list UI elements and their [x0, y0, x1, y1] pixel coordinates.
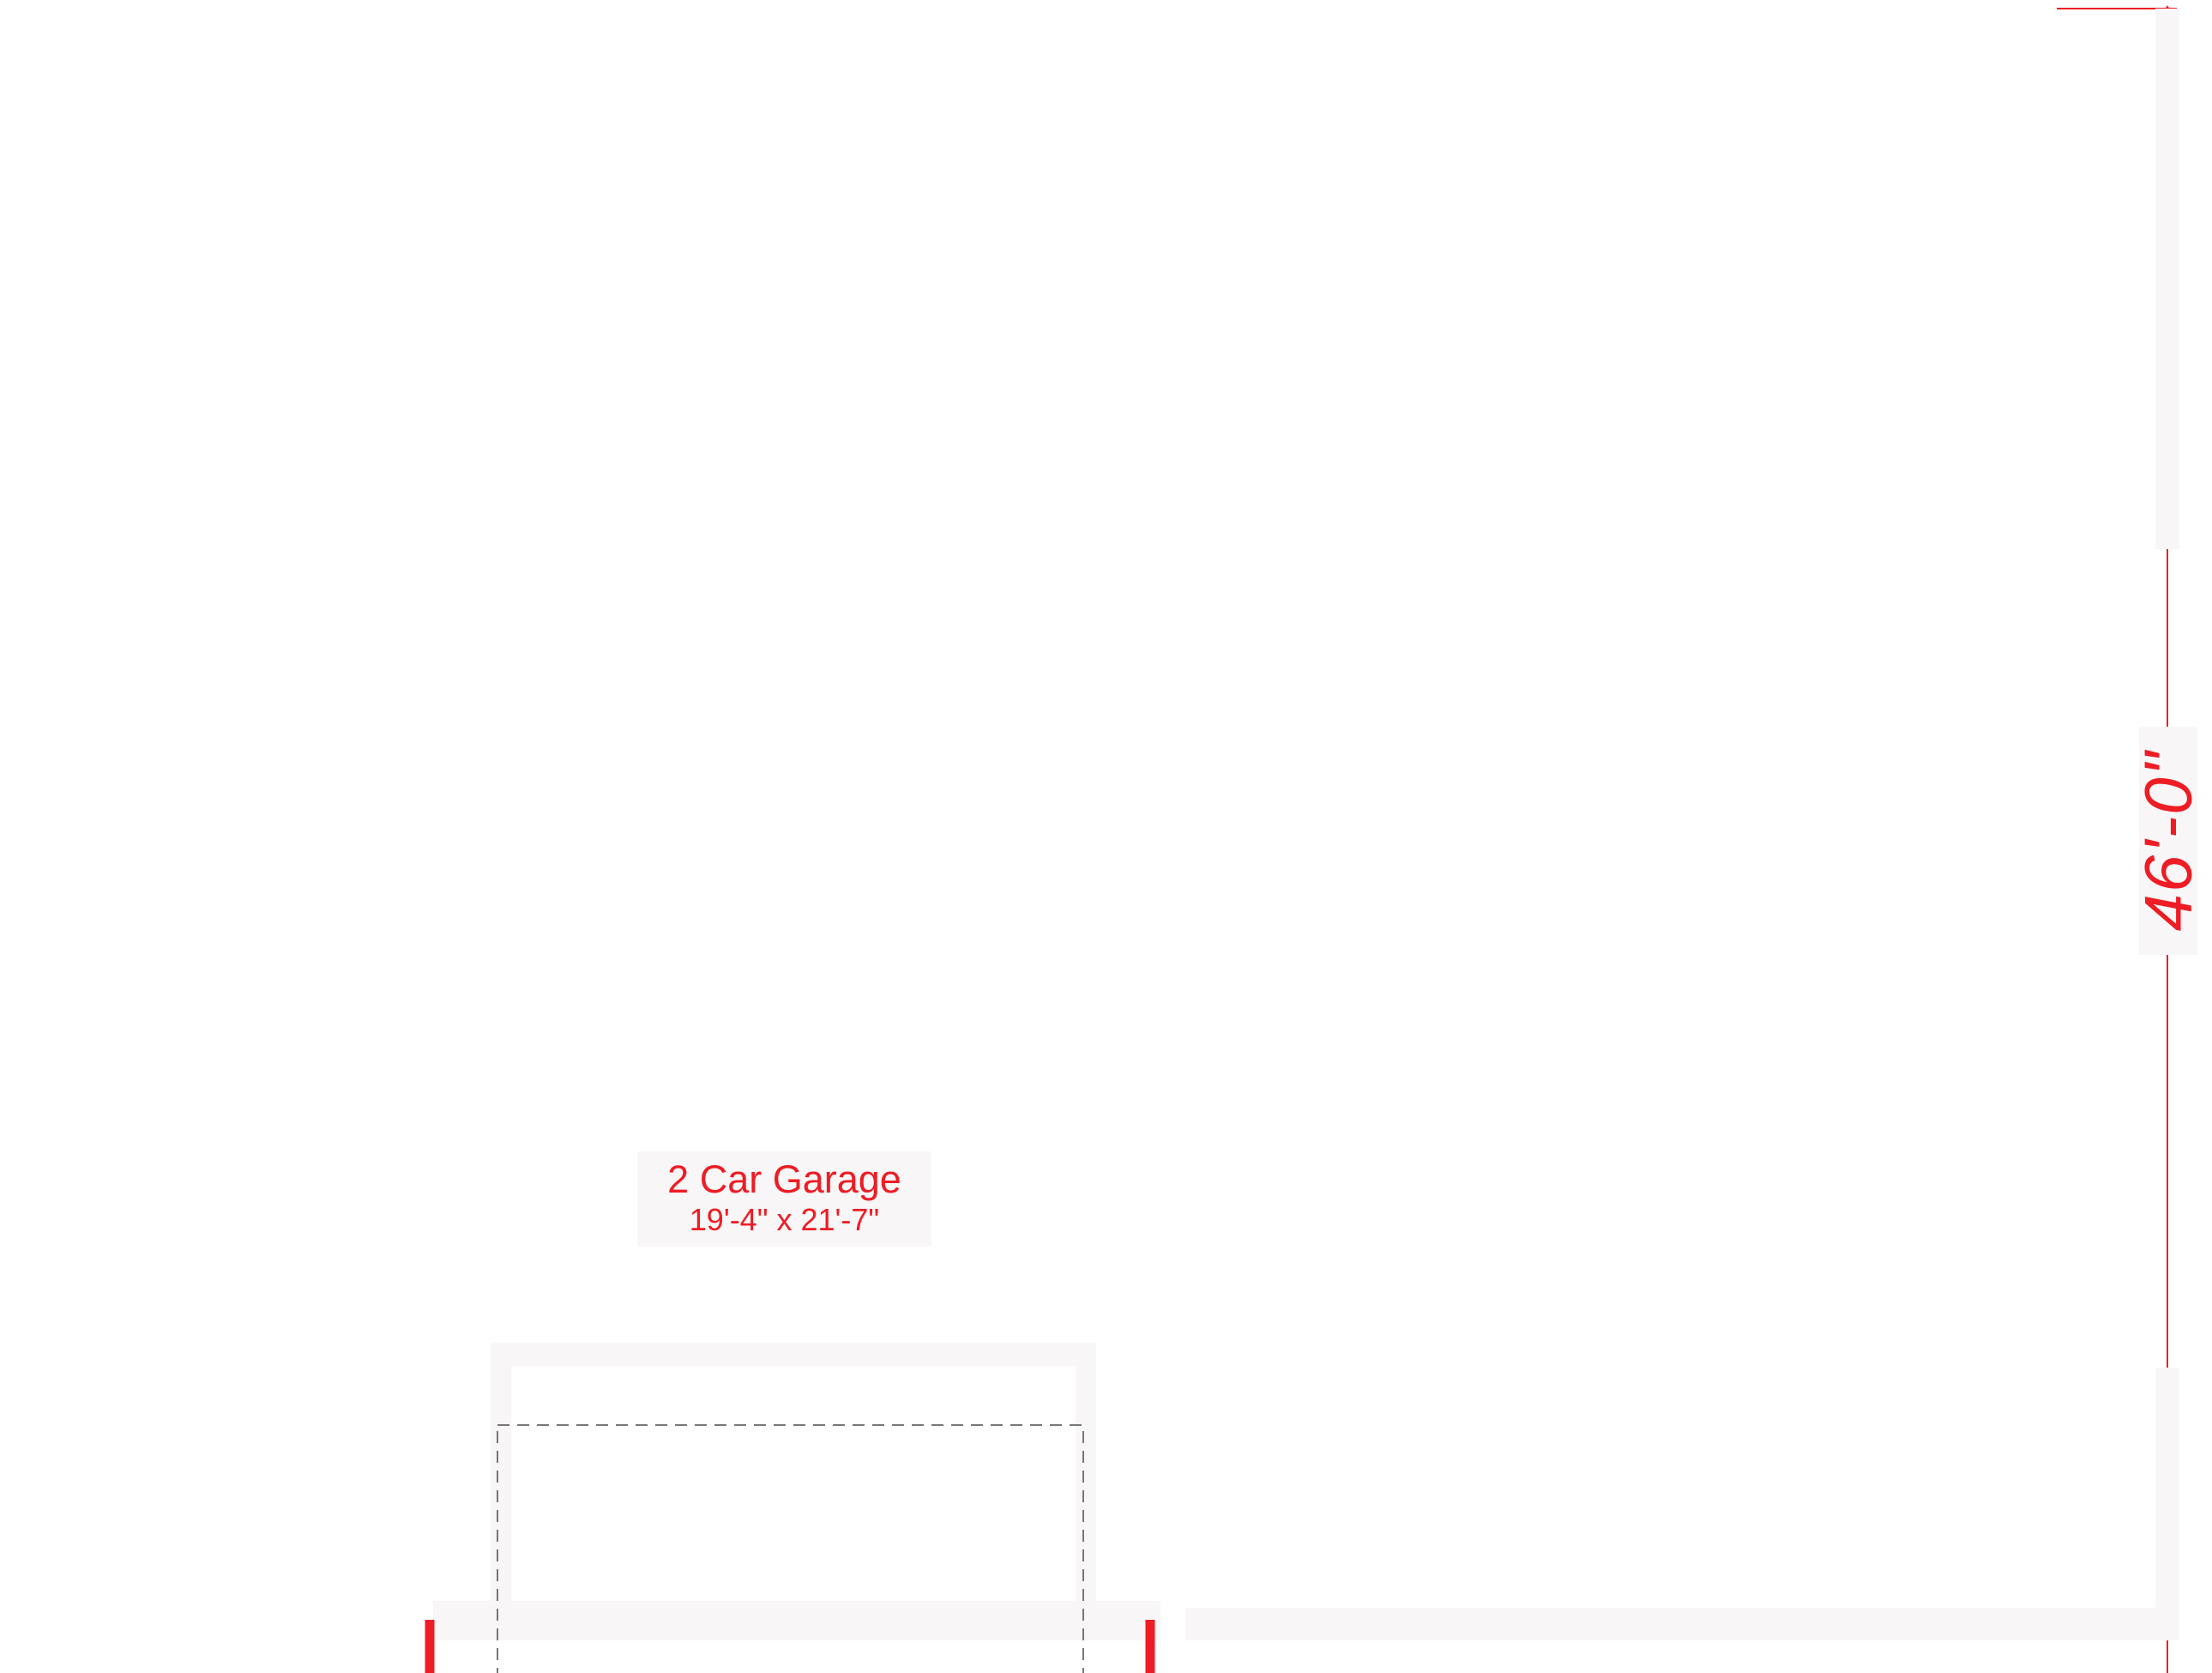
garage-front-wall — [433, 1601, 1160, 1640]
right-wall-upper — [2155, 9, 2179, 549]
bottom-wall — [1185, 1608, 2179, 1640]
garage-left-wall — [491, 1343, 511, 1609]
room-size: 19'-4" x 21'-7" — [689, 1202, 880, 1237]
garage-dashed-outline — [497, 1424, 1084, 1673]
garage-corner-left — [425, 1620, 435, 1673]
room-name: 2 Car Garage — [667, 1157, 901, 1201]
room-label-garage: 2 Car Garage 19'-4" x 21'-7" — [637, 1151, 931, 1247]
dimension-label: 46'-0" — [2130, 750, 2206, 932]
garage-top-wall — [491, 1343, 1096, 1366]
garage-corner-right — [1145, 1620, 1155, 1673]
garage-right-wall — [1076, 1343, 1096, 1609]
dimension-label-box: 46'-0" — [2131, 727, 2206, 955]
right-wall-lower — [2155, 1368, 2179, 1640]
